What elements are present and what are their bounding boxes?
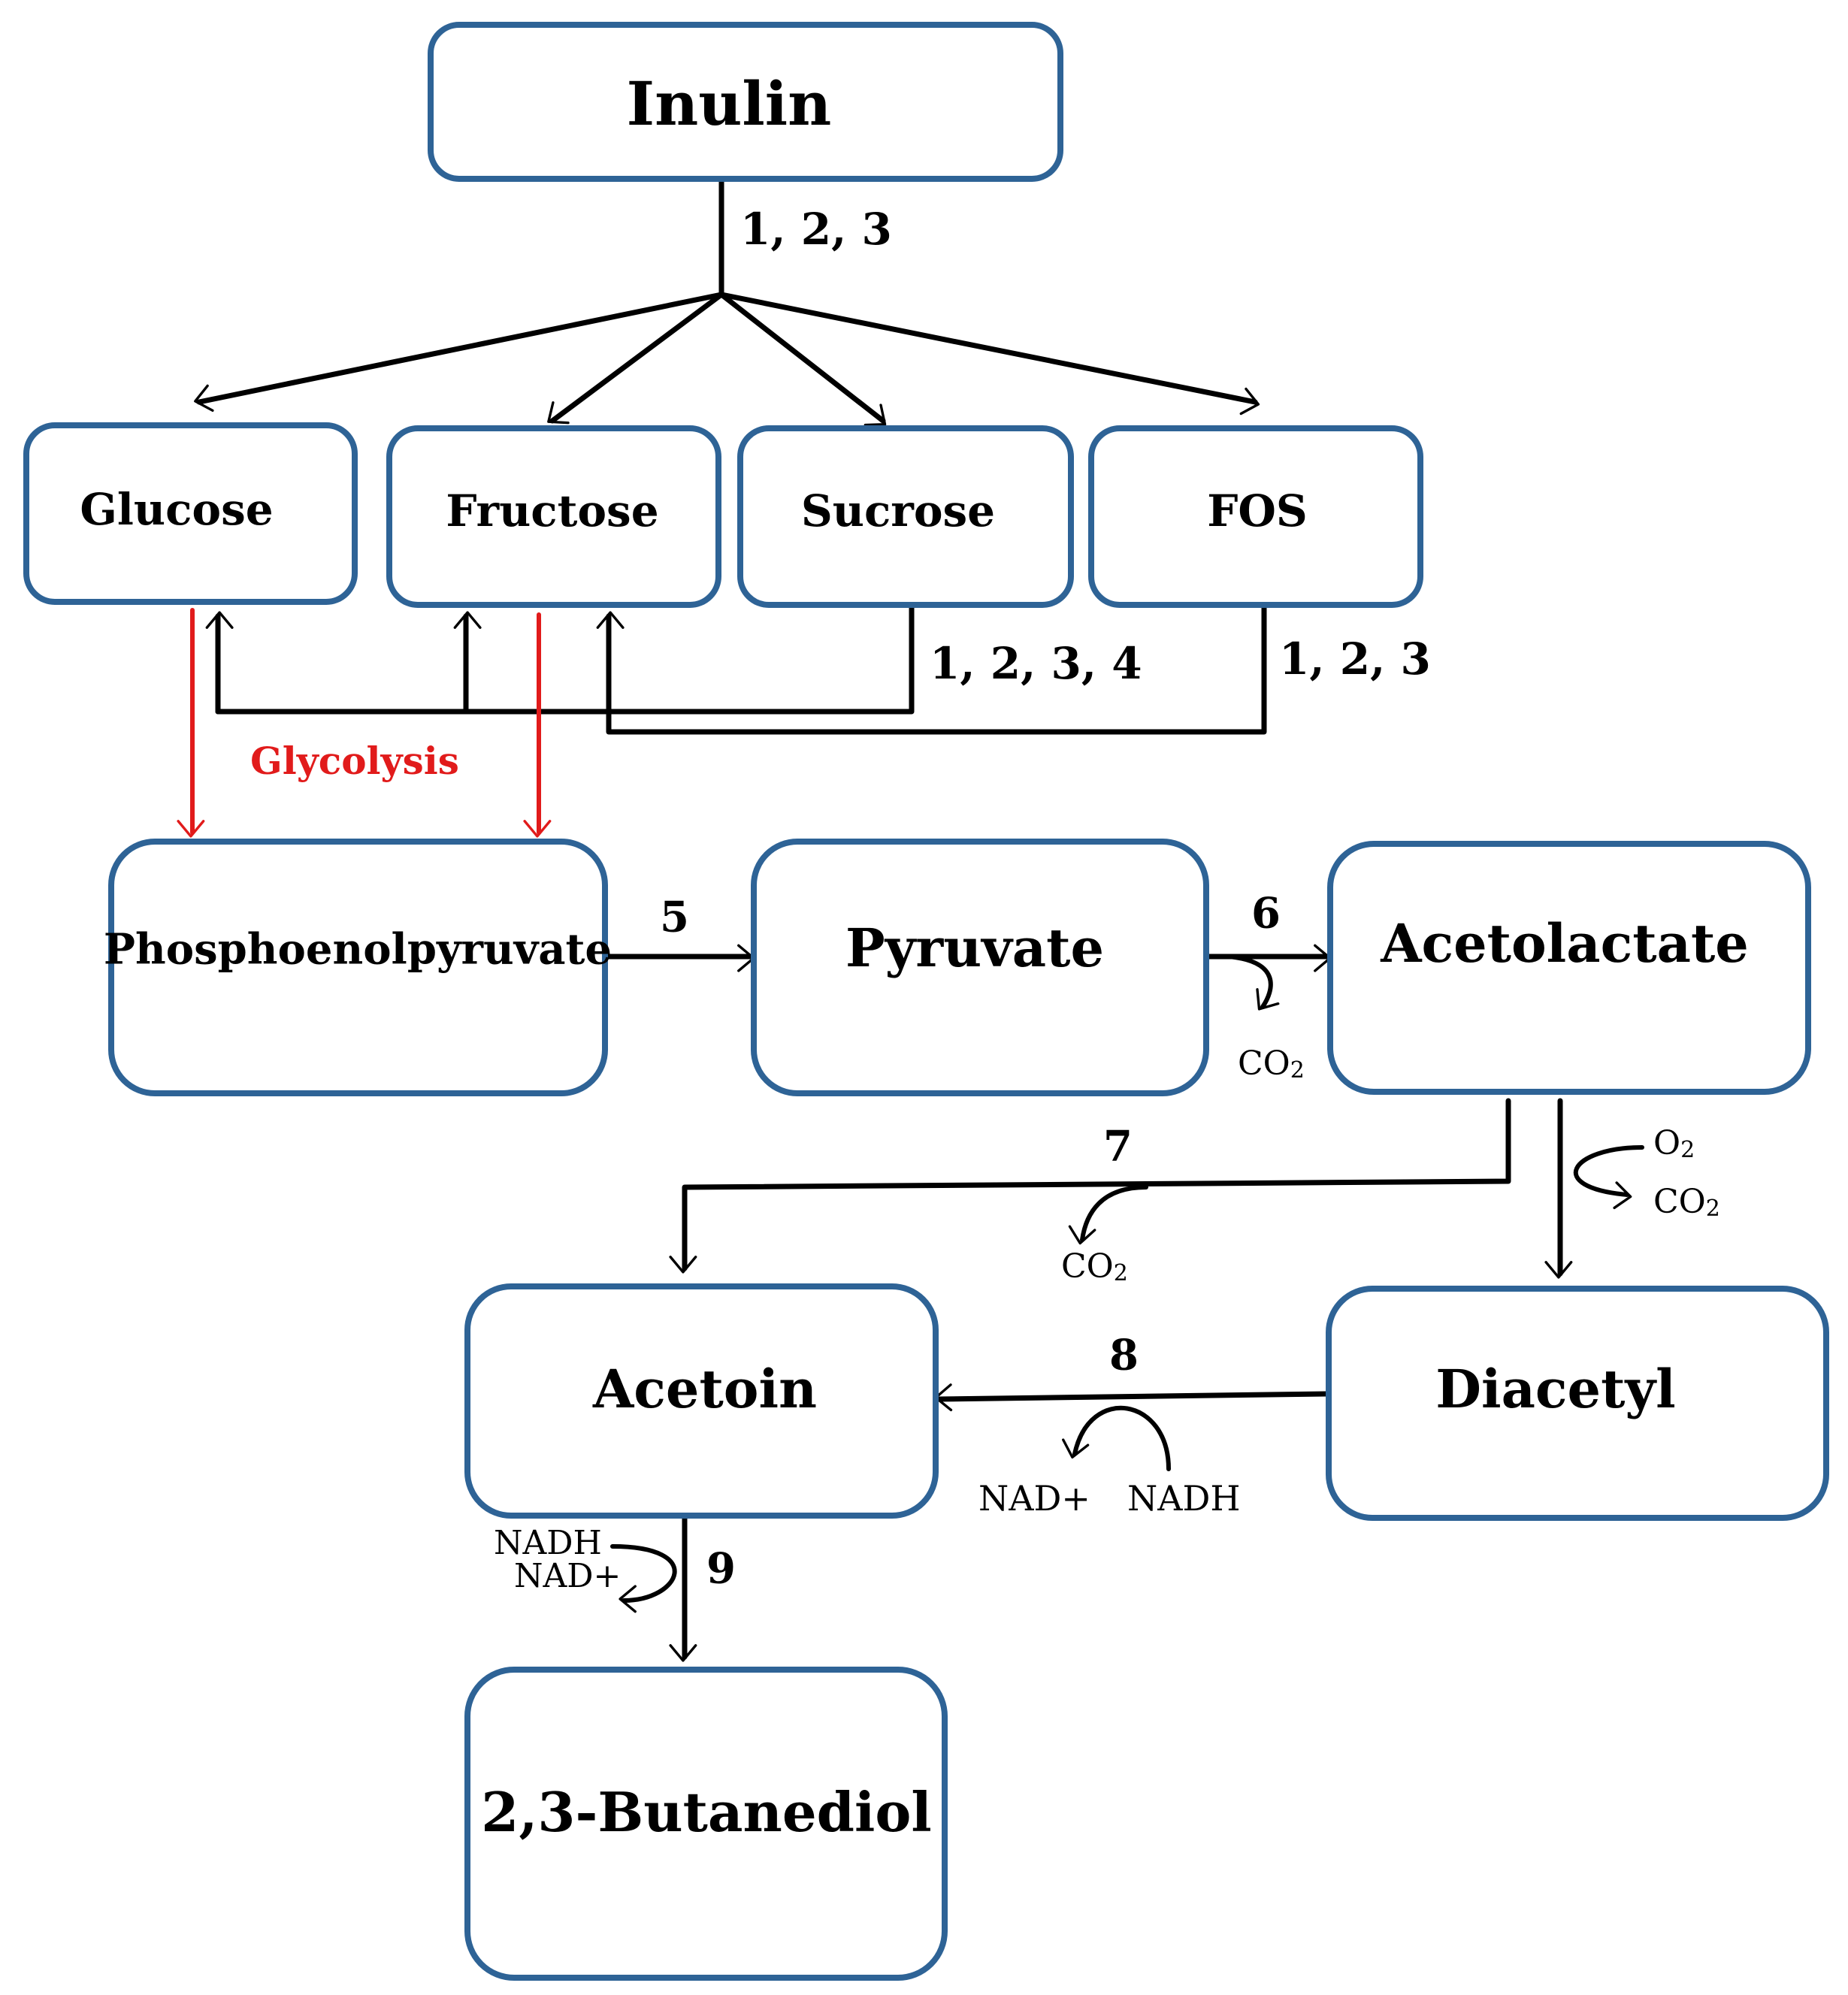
- cofactor-nad-step8: NAD+: [978, 1478, 1090, 1519]
- node-inulin-label: Inulin: [627, 68, 832, 139]
- label-step9: 9: [706, 1544, 736, 1594]
- edge-inulin-to-glucose: [194, 292, 724, 413]
- node-acetolactate: Acetolactate: [1327, 841, 1811, 1095]
- node-acetoin-label: Acetoin: [592, 1358, 817, 1420]
- edge-inulin-to-fos: [718, 292, 1260, 416]
- node-glucose: Glucose: [23, 422, 358, 605]
- edge-step8: [934, 1383, 1329, 1412]
- label-sucrose-hydrolysis: 1, 2, 3, 4: [930, 638, 1142, 689]
- nadh-nad-exchange-step9: [610, 1544, 677, 1613]
- label-step7: 7: [1103, 1122, 1133, 1171]
- node-diacetyl: Diacetyl: [1326, 1286, 1829, 1521]
- node-diacetyl-label: Diacetyl: [1435, 1358, 1675, 1420]
- node-acetoin: Acetoin: [464, 1283, 939, 1519]
- co2-release-step7: [1068, 1185, 1148, 1245]
- node-fructose: Fructose: [386, 425, 721, 608]
- connectors: [177, 177, 1644, 1662]
- label-fos-hydrolysis: 1, 2, 3: [1279, 633, 1431, 685]
- node-sucrose-label: Sucrose: [801, 485, 995, 537]
- cofactor-labels: CO2 CO2 O2 CO2 NAD+ NADH NADH NAD+: [494, 1044, 1720, 1595]
- node-sucrose: Sucrose: [737, 425, 1074, 608]
- node-fos: FOS: [1088, 425, 1423, 608]
- edge-fos-hydrolysis: [596, 604, 1267, 735]
- edge-inulin-to-sucrose: [718, 292, 887, 427]
- cofactor-o2: O2: [1653, 1124, 1695, 1164]
- label-glycolysis: Glycolysis: [250, 739, 459, 783]
- node-fructose-label: Fructose: [446, 485, 658, 537]
- node-acetolactate-label: Acetolactate: [1380, 912, 1749, 975]
- node-butanediol: 2,3-Butanediol: [464, 1667, 948, 1981]
- node-inulin: Inulin: [428, 22, 1063, 182]
- label-inulin-split: 1, 2, 3: [740, 204, 892, 255]
- node-butanediol-label: 2,3-Butanediol: [481, 1780, 931, 1844]
- cofactor-nadh-step8: NADH: [1127, 1478, 1240, 1519]
- node-fos-label: FOS: [1207, 485, 1308, 537]
- node-pyruvate: Pyruvate: [751, 839, 1209, 1096]
- label-step5: 5: [660, 893, 689, 942]
- co2-release-step6: [1226, 954, 1280, 1011]
- edge-step7: [669, 1098, 1511, 1274]
- cofactor-co2-step7: CO2: [1061, 1247, 1128, 1287]
- node-pyruvate-label: Pyruvate: [845, 917, 1104, 979]
- edge-labels: 1, 2, 3 1, 2, 3, 4 1, 2, 3 Glycolysis 5 …: [250, 204, 1431, 1594]
- node-phosphoenolpyruvate-label: Phosphoenolpyruvate: [104, 925, 612, 975]
- label-step8: 8: [1109, 1331, 1139, 1380]
- node-phosphoenolpyruvate: Phosphoenolpyruvate: [104, 839, 612, 1096]
- cofactor-co2-oxidation: CO2: [1653, 1183, 1720, 1223]
- nadh-nad-exchange-step8: [1062, 1405, 1171, 1471]
- cofactor-co2-step6: CO2: [1238, 1044, 1305, 1084]
- o2-co2-exchange: [1573, 1145, 1644, 1210]
- label-step6: 6: [1251, 889, 1281, 939]
- edge-inulin-to-fructose: [547, 292, 724, 425]
- edge-sucrose-hydrolysis: [215, 603, 915, 715]
- cofactor-nadh-step9: NADH: [494, 1524, 602, 1562]
- cofactor-nad-step9: NAD+: [514, 1557, 621, 1595]
- node-glucose-label: Glucose: [80, 484, 273, 535]
